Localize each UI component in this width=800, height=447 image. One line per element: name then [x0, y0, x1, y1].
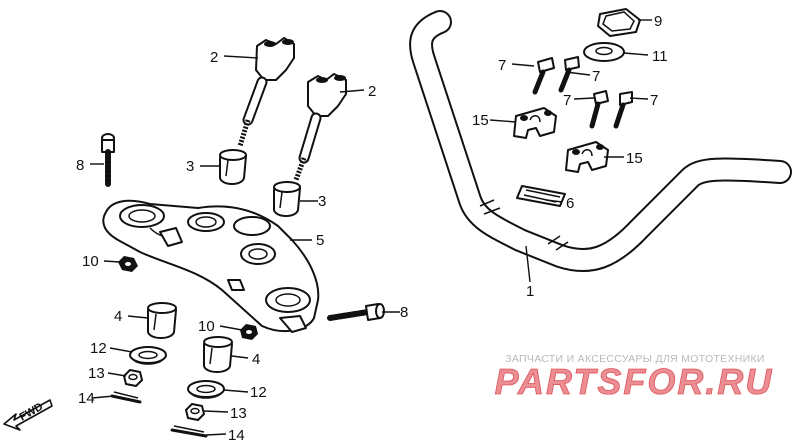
callout-12: 12	[250, 384, 267, 401]
callout-5: 5	[316, 232, 324, 249]
stem-washer	[583, 42, 625, 62]
leader-lines	[90, 19, 652, 436]
cushion-washer	[187, 380, 225, 399]
callout-7: 7	[650, 92, 658, 109]
callout-13: 13	[88, 365, 105, 382]
cushion-washer	[129, 346, 167, 365]
callout-14: 14	[78, 390, 95, 407]
top-bridge	[102, 199, 320, 333]
svg-text:PARTSFOR.RU: PARTSFOR.RU	[495, 361, 774, 402]
holder-nut	[185, 403, 205, 421]
callout-numbers: 2 2 3 3 8 5 10 4 10 8 4 12 13 14 12 13 1…	[76, 13, 668, 444]
callout-7: 7	[592, 68, 600, 85]
holder-bolt	[558, 56, 580, 93]
pinch-bolt	[101, 133, 115, 187]
fwd-arrow-icon: FWD	[3, 399, 53, 431]
fwd-label: FWD	[18, 401, 46, 424]
label-sticker	[516, 185, 566, 207]
lower-bushing	[203, 336, 233, 373]
callout-15: 15	[472, 112, 489, 129]
cotter-pin	[110, 391, 142, 404]
lower-holder	[293, 73, 347, 181]
stem-nut	[597, 8, 641, 37]
callout-14: 14	[228, 427, 245, 444]
callout-2: 2	[368, 83, 376, 100]
callout-3: 3	[318, 193, 326, 210]
holder-nut	[123, 369, 143, 387]
callout-9: 9	[654, 13, 662, 30]
pinch-nut	[118, 256, 138, 272]
callout-6: 6	[566, 195, 574, 212]
holder-bolt	[589, 90, 609, 129]
callout-12: 12	[90, 340, 107, 357]
cotter-pin	[170, 425, 208, 438]
callout-8: 8	[400, 304, 408, 321]
callout-8: 8	[76, 157, 84, 174]
lower-holder	[237, 37, 295, 147]
partsfor-logo: PARTSFOR.RU	[494, 361, 774, 403]
callout-4: 4	[252, 351, 260, 368]
holder-bolt	[613, 91, 633, 129]
pinch-bolt	[327, 303, 385, 321]
upper-bushing	[273, 181, 301, 217]
watermark-caption: ЗАПЧАСТИ И АКСЕССУАРЫ ДЛЯ МОТОТЕХНИКИ	[505, 353, 765, 365]
callout-11: 11	[652, 48, 668, 65]
callout-1: 1	[526, 283, 534, 300]
callout-10: 10	[198, 318, 215, 335]
callout-15: 15	[626, 150, 643, 167]
upper-holder	[565, 141, 609, 173]
holder-bolt	[532, 57, 555, 95]
callout-10: 10	[82, 253, 99, 270]
lower-bushing	[147, 302, 177, 339]
handlebar	[409, 10, 792, 273]
callout-7: 7	[498, 57, 506, 74]
callout-4: 4	[114, 308, 122, 325]
callout-2: 2	[210, 49, 218, 66]
upper-holder	[513, 107, 557, 139]
callout-13: 13	[230, 405, 247, 422]
pinch-nut	[240, 324, 258, 340]
callout-7: 7	[563, 92, 571, 109]
callout-3: 3	[186, 158, 194, 175]
upper-bushing	[219, 149, 247, 185]
